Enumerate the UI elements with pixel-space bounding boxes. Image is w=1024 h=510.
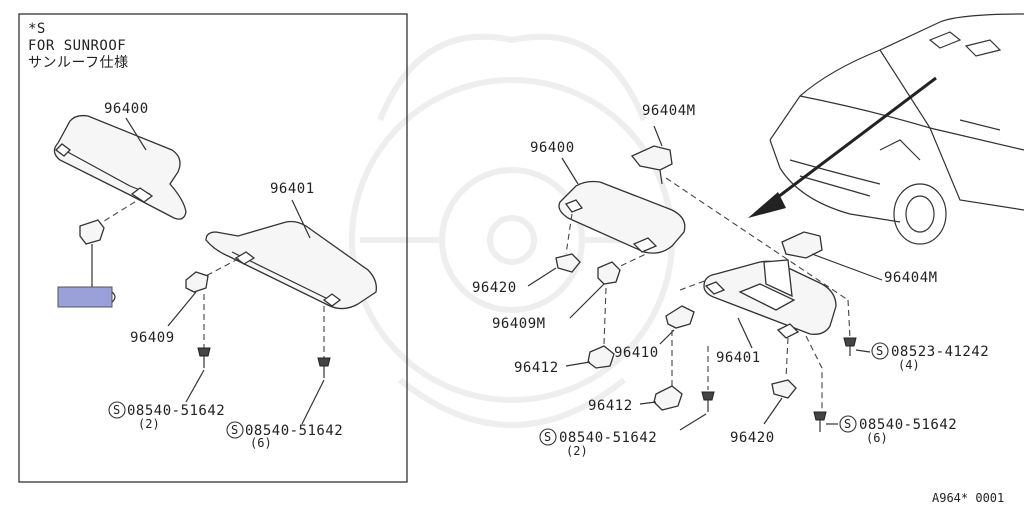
sunroof-inset-frame [18,13,408,483]
screw-main-left [701,391,715,412]
inset-label-screw-a: 08540-51642 [127,403,225,419]
inset-label-screw-b: 08540-51642 [245,423,343,439]
bracket-96410 [665,305,695,329]
highlight-marker [57,286,113,308]
label-screw-41242: 08523-41242 [891,344,989,360]
label-96412-lower: 96412 [588,398,633,414]
inset-label-96401: 96401 [270,181,315,197]
inset-screw-a-callout: S 08540-51642 (2) [108,401,225,431]
screw-08523-41242 [843,337,857,356]
sun-visor-96400 [558,180,686,254]
label-96400: 96400 [530,140,575,156]
inset-screw-a [197,347,211,368]
sun-visor-96401 [703,259,837,339]
inset-qty-screw-b: (6) [250,436,272,450]
screw-main-left-callout: S 08540-51642 (2) [539,428,657,458]
label-96412-upper: 96412 [514,360,559,376]
inset-qty-screw-a: (2) [138,417,160,431]
inset-label-96400: 96400 [104,101,149,117]
screw-main-right [813,411,827,432]
qty-screw-main-left: (2) [566,444,588,458]
screw-symbol: S [113,403,120,417]
inset-screw-b [317,357,331,378]
label-96410: 96410 [614,345,659,361]
label-96401: 96401 [716,350,761,366]
screw-symbol: S [844,417,851,431]
inset-note-line3: サンルーフ仕様 [28,55,129,71]
label-96404M-top: 96404M [642,103,696,119]
inset-screw-b-callout: S 08540-51642 (6) [226,421,343,450]
screw-symbol: S [876,344,883,358]
inset-note-line2: FOR SUNROOF [28,38,126,54]
cap-96412-lower [653,385,683,411]
qty-screw-main-right: (6) [866,431,888,445]
clip-96409M [597,261,621,285]
label-96420-right: 96420 [730,430,775,446]
label-screw-main-left: 08540-51642 [559,430,657,446]
screw-41242-callout: S 08523-41242 (4) [871,342,989,372]
qty-screw-41242: (4) [898,358,920,372]
bracket-96404M-right [781,231,823,259]
vehicle-outline [769,13,1024,245]
clip-96420-right [771,379,797,399]
label-96409M: 96409M [492,316,546,332]
diagram-code: A964* 0001 [932,491,1004,505]
label-96420-left: 96420 [472,280,517,296]
inset-clip-96409 [185,271,209,293]
screw-symbol: S [544,430,551,444]
inset-note-line1: *S [28,21,46,37]
inset-sun-visor-96401 [205,220,377,310]
screw-symbol: S [231,423,238,437]
inset-sun-visor-96400 [53,114,187,220]
direction-arrow [748,76,937,218]
bracket-96404M-top [630,145,673,171]
screw-main-right-callout: S 08540-51642 (6) [839,415,957,445]
inset-bracket [79,219,105,245]
label-screw-main-right: 08540-51642 [859,417,957,433]
label-96404M-right: 96404M [884,270,938,286]
cap-96412-upper [587,345,615,369]
inset-label-96409: 96409 [130,330,175,346]
clip-96420-left [555,253,581,273]
